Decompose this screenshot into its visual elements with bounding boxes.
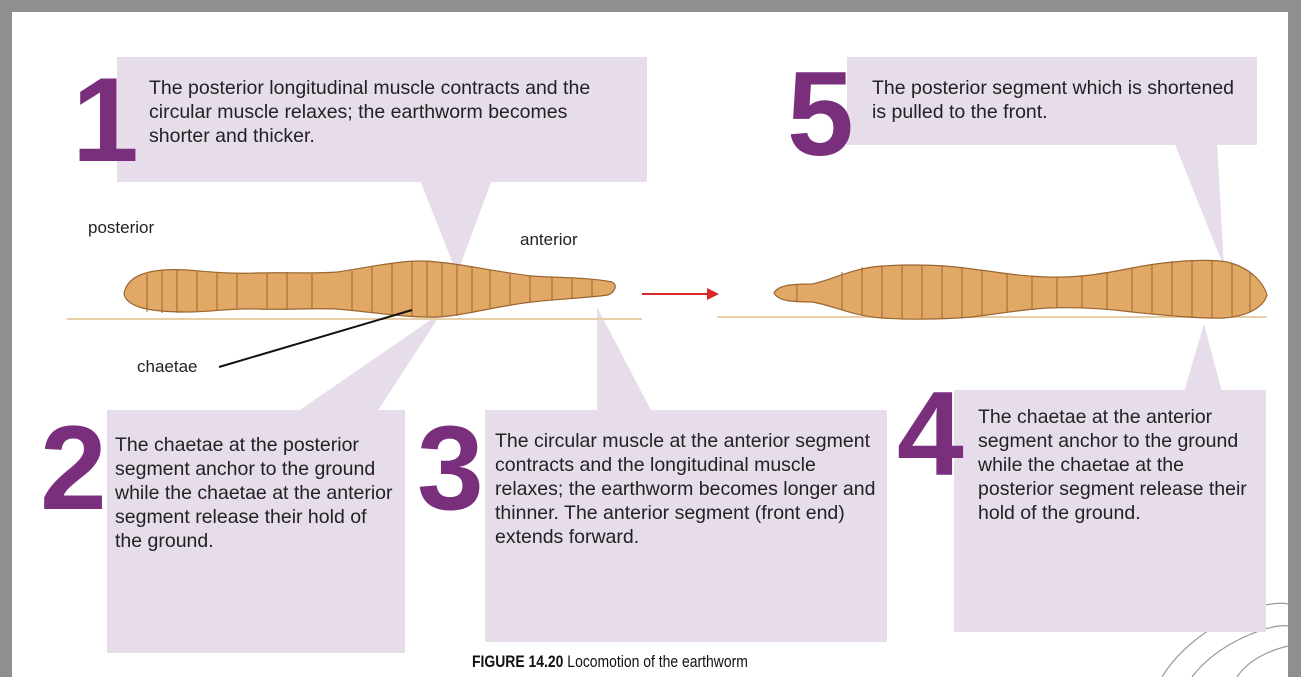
direction-arrow: [642, 288, 719, 300]
step-3-number: 3: [417, 408, 482, 528]
step-2-text: The chaetae at the posterior segment anc…: [115, 433, 397, 553]
step-1-number: 1: [72, 60, 137, 180]
callout-pointer-2: [297, 312, 442, 412]
callout-pointer-5: [1174, 142, 1224, 267]
worm-right: [774, 260, 1267, 319]
step-2-number: 2: [40, 408, 105, 528]
step-3-text: The circular muscle at the anterior segm…: [495, 429, 880, 549]
step-5-number: 5: [787, 54, 852, 174]
figure-number: FIGURE 14.20: [472, 652, 563, 671]
callout-pointer-1: [420, 180, 492, 274]
posterior-label: posterior: [88, 218, 154, 238]
figure-title: Locomotion of the earthworm: [567, 652, 748, 671]
step-5-box: The posterior segment which is shortened…: [847, 57, 1257, 145]
step-3-box: The circular muscle at the anterior segm…: [485, 410, 887, 642]
step-5-text: The posterior segment which is shortened…: [872, 76, 1242, 124]
step-1-text: The posterior longitudinal muscle contra…: [149, 76, 629, 148]
callout-pointer-3: [597, 307, 652, 412]
chaetae-label: chaetae: [137, 357, 198, 377]
step-4-text: The chaetae at the anterior segment anch…: [978, 405, 1253, 525]
figure-page: The posterior longitudinal muscle contra…: [12, 12, 1288, 677]
worm-left: [124, 261, 615, 317]
callout-pointer-4: [1184, 324, 1222, 392]
step-2-box: The chaetae at the posterior segment anc…: [107, 410, 405, 653]
anterior-label: anterior: [520, 230, 578, 250]
step-1-box: The posterior longitudinal muscle contra…: [117, 57, 647, 182]
step-4-number: 4: [897, 374, 962, 494]
figure-caption: FIGURE 14.20 Locomotion of the earthworm: [472, 652, 748, 672]
step-4-box: The chaetae at the anterior segment anch…: [954, 390, 1266, 632]
